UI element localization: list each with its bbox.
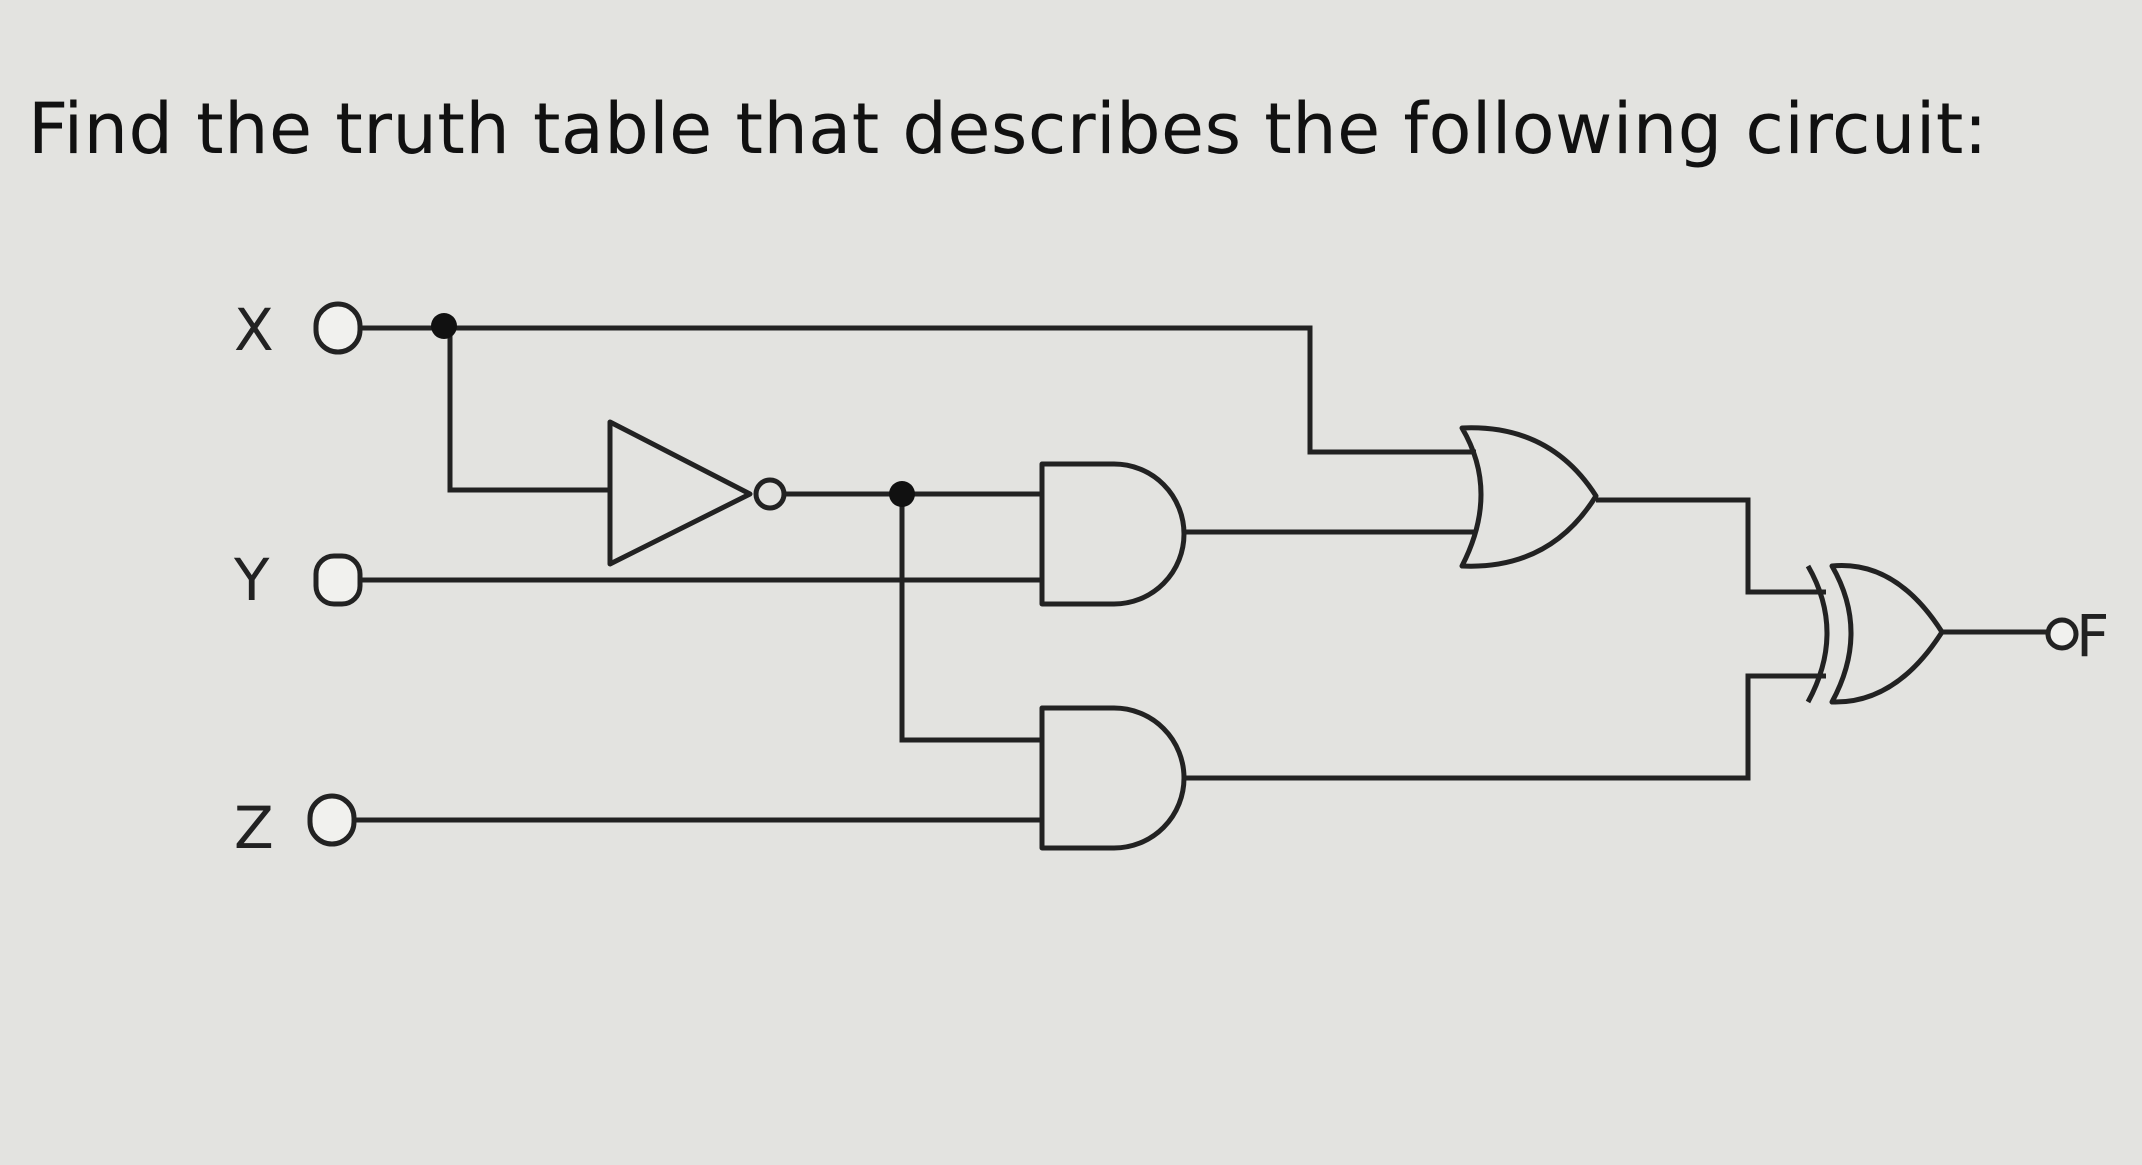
and-gate-2	[1039, 705, 1187, 851]
output-terminal-f	[2045, 617, 2079, 651]
junction-dot-x	[431, 313, 457, 339]
input-label-x: X	[234, 296, 274, 364]
not-gate	[607, 419, 787, 567]
wire-x-to-or	[360, 325, 1476, 455]
wire-and2-to-xor	[1184, 673, 1826, 781]
and-gate-1	[1039, 461, 1187, 607]
wire-notx-to-and2	[899, 494, 1042, 743]
question-text: Find the truth table that describes the …	[28, 88, 1988, 170]
inversion-bubble	[753, 477, 787, 511]
wires	[354, 325, 2052, 823]
input-terminal-z	[307, 793, 357, 847]
xor-gate	[1805, 563, 1945, 705]
output-label-f: F	[2076, 602, 2109, 670]
input-terminal-y	[313, 553, 363, 607]
input-label-y: Y	[233, 546, 270, 614]
wire-x-to-not	[447, 328, 610, 493]
junction-dot-notx	[889, 481, 915, 507]
wire-or-to-xor	[1596, 497, 1826, 595]
or-gate	[1459, 425, 1599, 569]
input-label-z: Z	[234, 794, 274, 862]
input-terminal-x	[313, 301, 363, 355]
